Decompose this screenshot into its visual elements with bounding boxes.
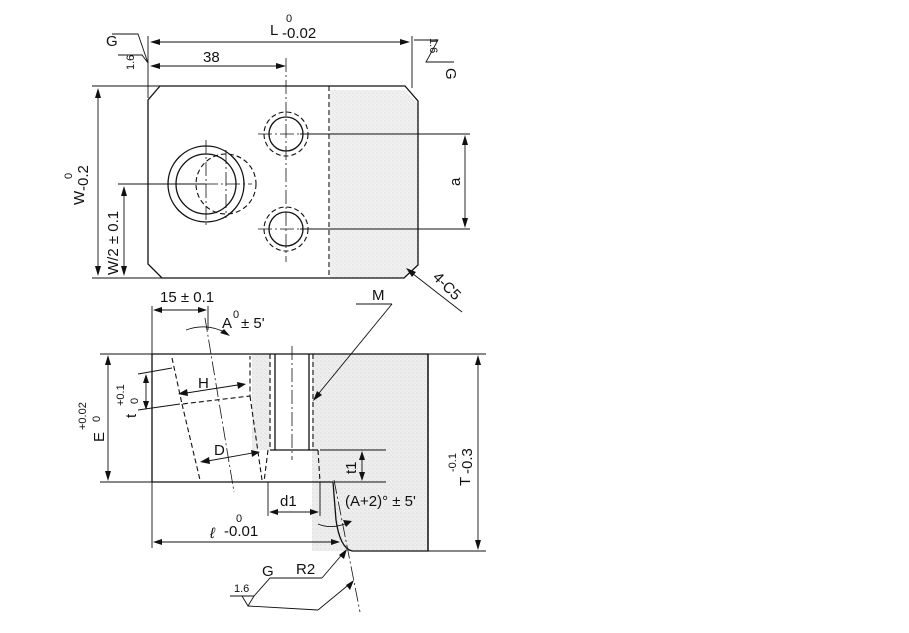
finish-right-grade: G [442,68,459,80]
width-upper-tol: 0 [63,173,75,179]
finish-symbol-right [414,39,454,63]
finish-left-grade: G [106,33,118,50]
offset-15-label: 15 ± 0.1 [160,289,214,306]
finish-symbol-left [112,33,149,64]
e-lower-tol: 0 [91,416,103,422]
chamfer-note: 4-C5 [429,269,464,304]
ell-lower-tol: -0.01 [224,523,258,540]
offset-38-label: 38 [203,49,220,66]
m-label: M [372,287,385,304]
length-lower-tol: -0.02 [282,25,316,42]
width-lower-tol: -0.2 [75,165,92,191]
width-symbol: W [71,190,88,205]
finish-right-roughness: 1.6 [427,38,439,53]
plate-outline [147,85,419,279]
d1-label: d1 [280,493,297,510]
ell-upper-tol: 0 [236,513,242,525]
chamfer-leader [407,269,463,313]
e-symbol: E [91,432,108,442]
radius-label: R2 [296,561,315,578]
hole-pitch-label: a [447,177,464,186]
finish-left-roughness: 1.6 [125,55,137,70]
inclined-bore [171,317,263,493]
ell-symbol: ℓ [209,525,216,542]
t-lower-tol: 0 [129,398,141,404]
t-total-symbol: T [457,477,474,486]
t-upper-tol: +0.1 [115,384,127,406]
finish-bottom-grade: G [262,563,274,580]
e-upper-tol: +0.02 [77,402,89,430]
angle-a2-label: (A+2)° ± 5' [345,493,416,510]
h-dimension-line [179,383,245,395]
half-width-label: W/2 ± 0.1 [105,211,122,275]
side-view-shade [312,354,428,551]
d-dimension-line [201,451,259,463]
length-upper-tol: 0 [286,13,292,25]
t-symbol: t [123,413,140,418]
m-leader [314,303,393,399]
t1-label: t1 [343,461,360,474]
t-total-upper-tol: -0.1 [447,453,459,472]
angle-a-symbol: A [222,315,232,332]
h-label: H [198,375,209,392]
top-view-shade [330,90,418,278]
finish-symbol-bottom [230,577,354,611]
angle-a-deg: 0 [233,309,239,321]
top-view [92,33,470,313]
angle-a-tol: ± 5' [241,315,265,332]
finish-bottom-roughness: 1.6 [234,583,249,595]
thread-bore [263,346,321,483]
t-total-lower-tol: -0.3 [459,448,476,474]
d-label: D [214,442,225,459]
side-view [100,303,486,613]
length-symbol: L [270,22,278,39]
